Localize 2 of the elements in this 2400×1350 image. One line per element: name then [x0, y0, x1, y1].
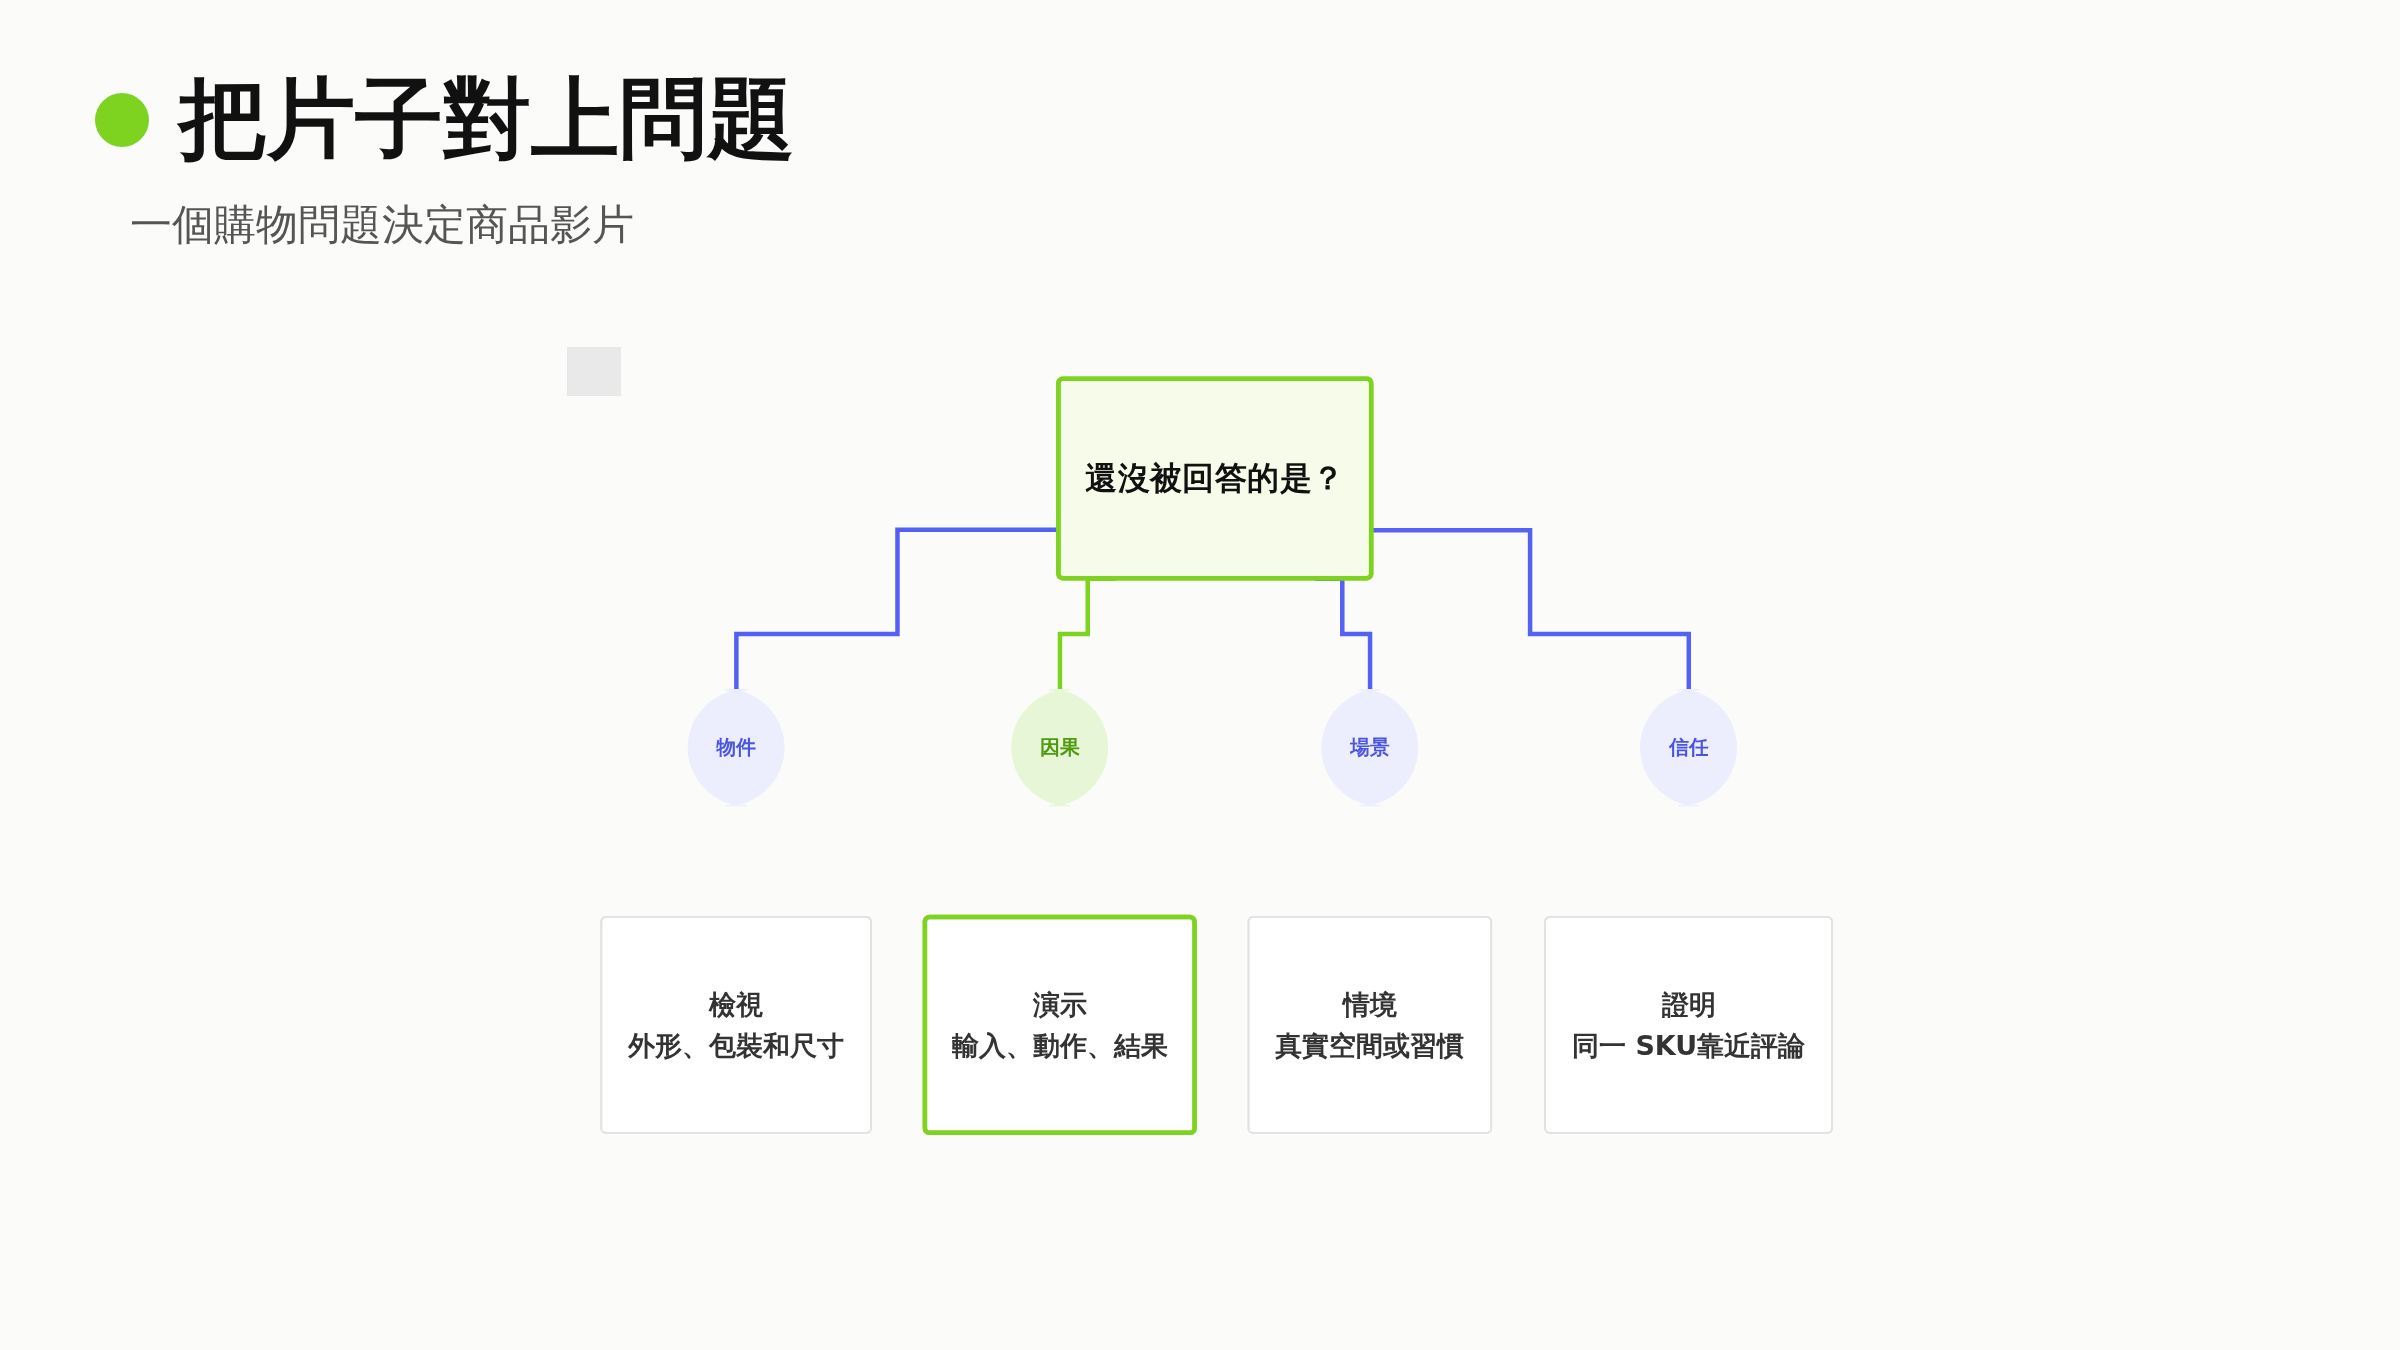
title: 把片子對上問題: [179, 66, 795, 172]
subtitle: 一個購物問題決定商品影片: [130, 199, 635, 251]
